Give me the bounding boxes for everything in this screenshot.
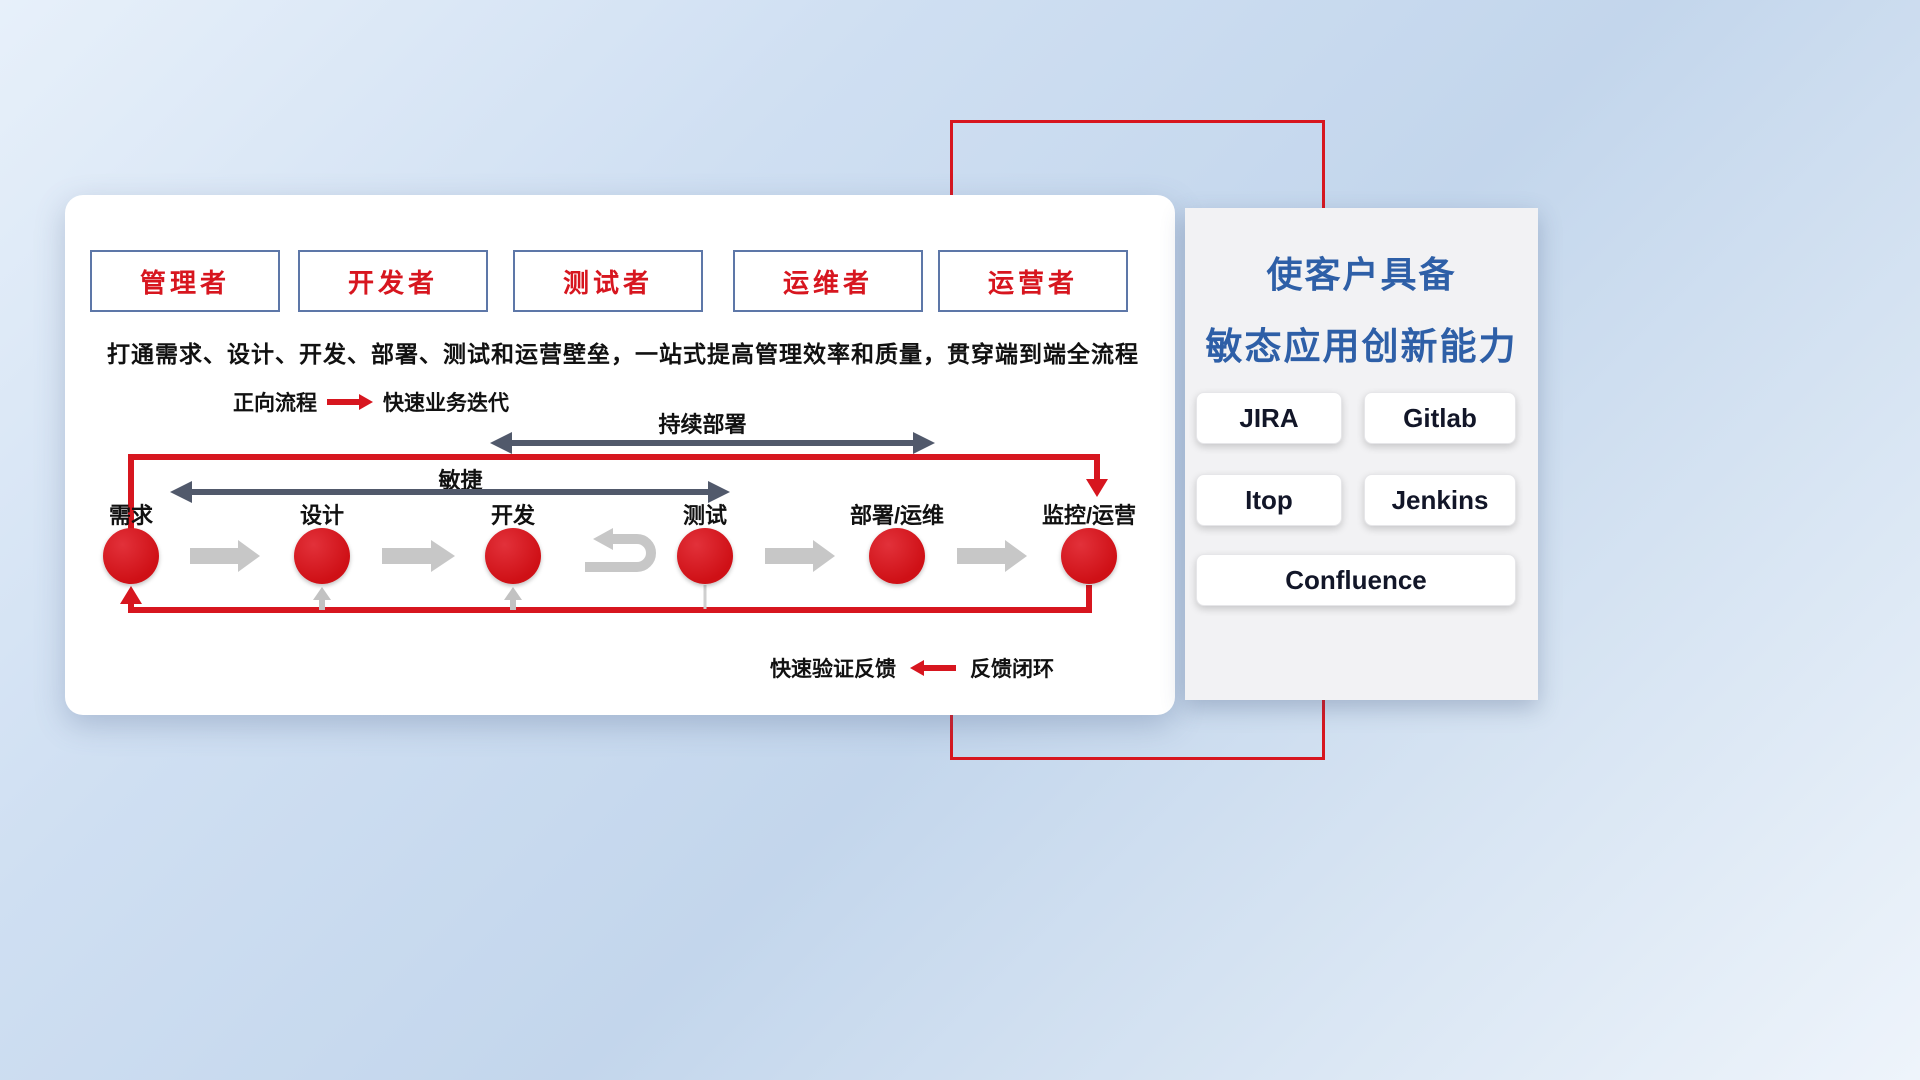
- tool-box-itop: Itop: [1196, 474, 1342, 526]
- tool-box-gitlab: Gitlab: [1364, 392, 1516, 444]
- feedback-up-arrow-design: [313, 587, 331, 610]
- forward-arrow-icon: [327, 394, 373, 410]
- feedback-legend-text: 快速验证反馈: [770, 658, 896, 681]
- node-label-test: 测试: [682, 503, 727, 528]
- role-box-manager: 管理者: [90, 250, 280, 312]
- feedback-up-arrow-dev: [504, 587, 522, 610]
- forward-legend: 正向流程 快速业务迭代: [233, 387, 509, 417]
- capability-panel: 使客户具备 敏态应用创新能力 JIRA Gitlab Itop Jenkins …: [1185, 208, 1538, 700]
- flow-arrow-3: [765, 540, 835, 572]
- iterate-loop-icon: [585, 528, 656, 572]
- workflow-card: 管理者 开发者 测试者 运维者 运营者 打通需求、设计、开发、部署、测试和运营壁…: [65, 195, 1175, 715]
- node-circle-monitor-ops: [1061, 528, 1117, 584]
- node-circle-develop: [485, 528, 541, 584]
- continuous-deploy-arrow: [490, 432, 935, 454]
- agile-label: 敏捷: [438, 468, 483, 493]
- node-label-design: 设计: [299, 503, 344, 528]
- agile-arrow: [170, 481, 730, 503]
- role-box-ops: 运维者: [733, 250, 923, 312]
- feedback-legend-label: 反馈闭环: [970, 658, 1054, 681]
- node-circle-requirements: [103, 528, 159, 584]
- role-box-operator: 运营者: [938, 250, 1128, 312]
- role-box-developer: 开发者: [298, 250, 488, 312]
- workflow-subtitle: 打通需求、设计、开发、部署、测试和运营壁垒，一站式提高管理效率和质量，贯穿端到端…: [107, 341, 1139, 367]
- red-feedback-loop: [120, 585, 1092, 613]
- feedback-legend: 快速验证反馈 反馈闭环: [770, 653, 1054, 683]
- forward-legend-text: 快速业务迭代: [383, 392, 509, 415]
- forward-legend-label: 正向流程: [233, 392, 317, 415]
- node-label-monitor-ops: 监控/运营: [1041, 503, 1137, 528]
- continuous-deploy-label: 持续部署: [658, 412, 747, 437]
- tool-box-confluence: Confluence: [1196, 554, 1516, 606]
- tool-box-jira: JIRA: [1196, 392, 1342, 444]
- node-label-develop: 开发: [490, 503, 535, 528]
- node-label-requirements: 需求: [108, 503, 153, 528]
- flow-arrow-1: [190, 540, 260, 572]
- flow-arrow-2: [382, 540, 455, 572]
- node-circle-test: [677, 528, 733, 584]
- workflow-diagram-svg: [120, 432, 1108, 613]
- node-label-deploy-ops: 部署/运维: [849, 503, 945, 528]
- red-forward-loop: [128, 454, 1108, 529]
- node-circle-design: [294, 528, 350, 584]
- tool-box-jenkins: Jenkins: [1364, 474, 1516, 526]
- panel-title-line1: 使客户具备: [1266, 254, 1457, 295]
- feedback-arrow-icon: [910, 660, 956, 676]
- panel-title-line2: 敏态应用创新能力: [1205, 326, 1518, 367]
- role-box-tester: 测试者: [513, 250, 703, 312]
- flow-arrow-4: [957, 540, 1027, 572]
- node-circle-deploy-ops: [869, 528, 925, 584]
